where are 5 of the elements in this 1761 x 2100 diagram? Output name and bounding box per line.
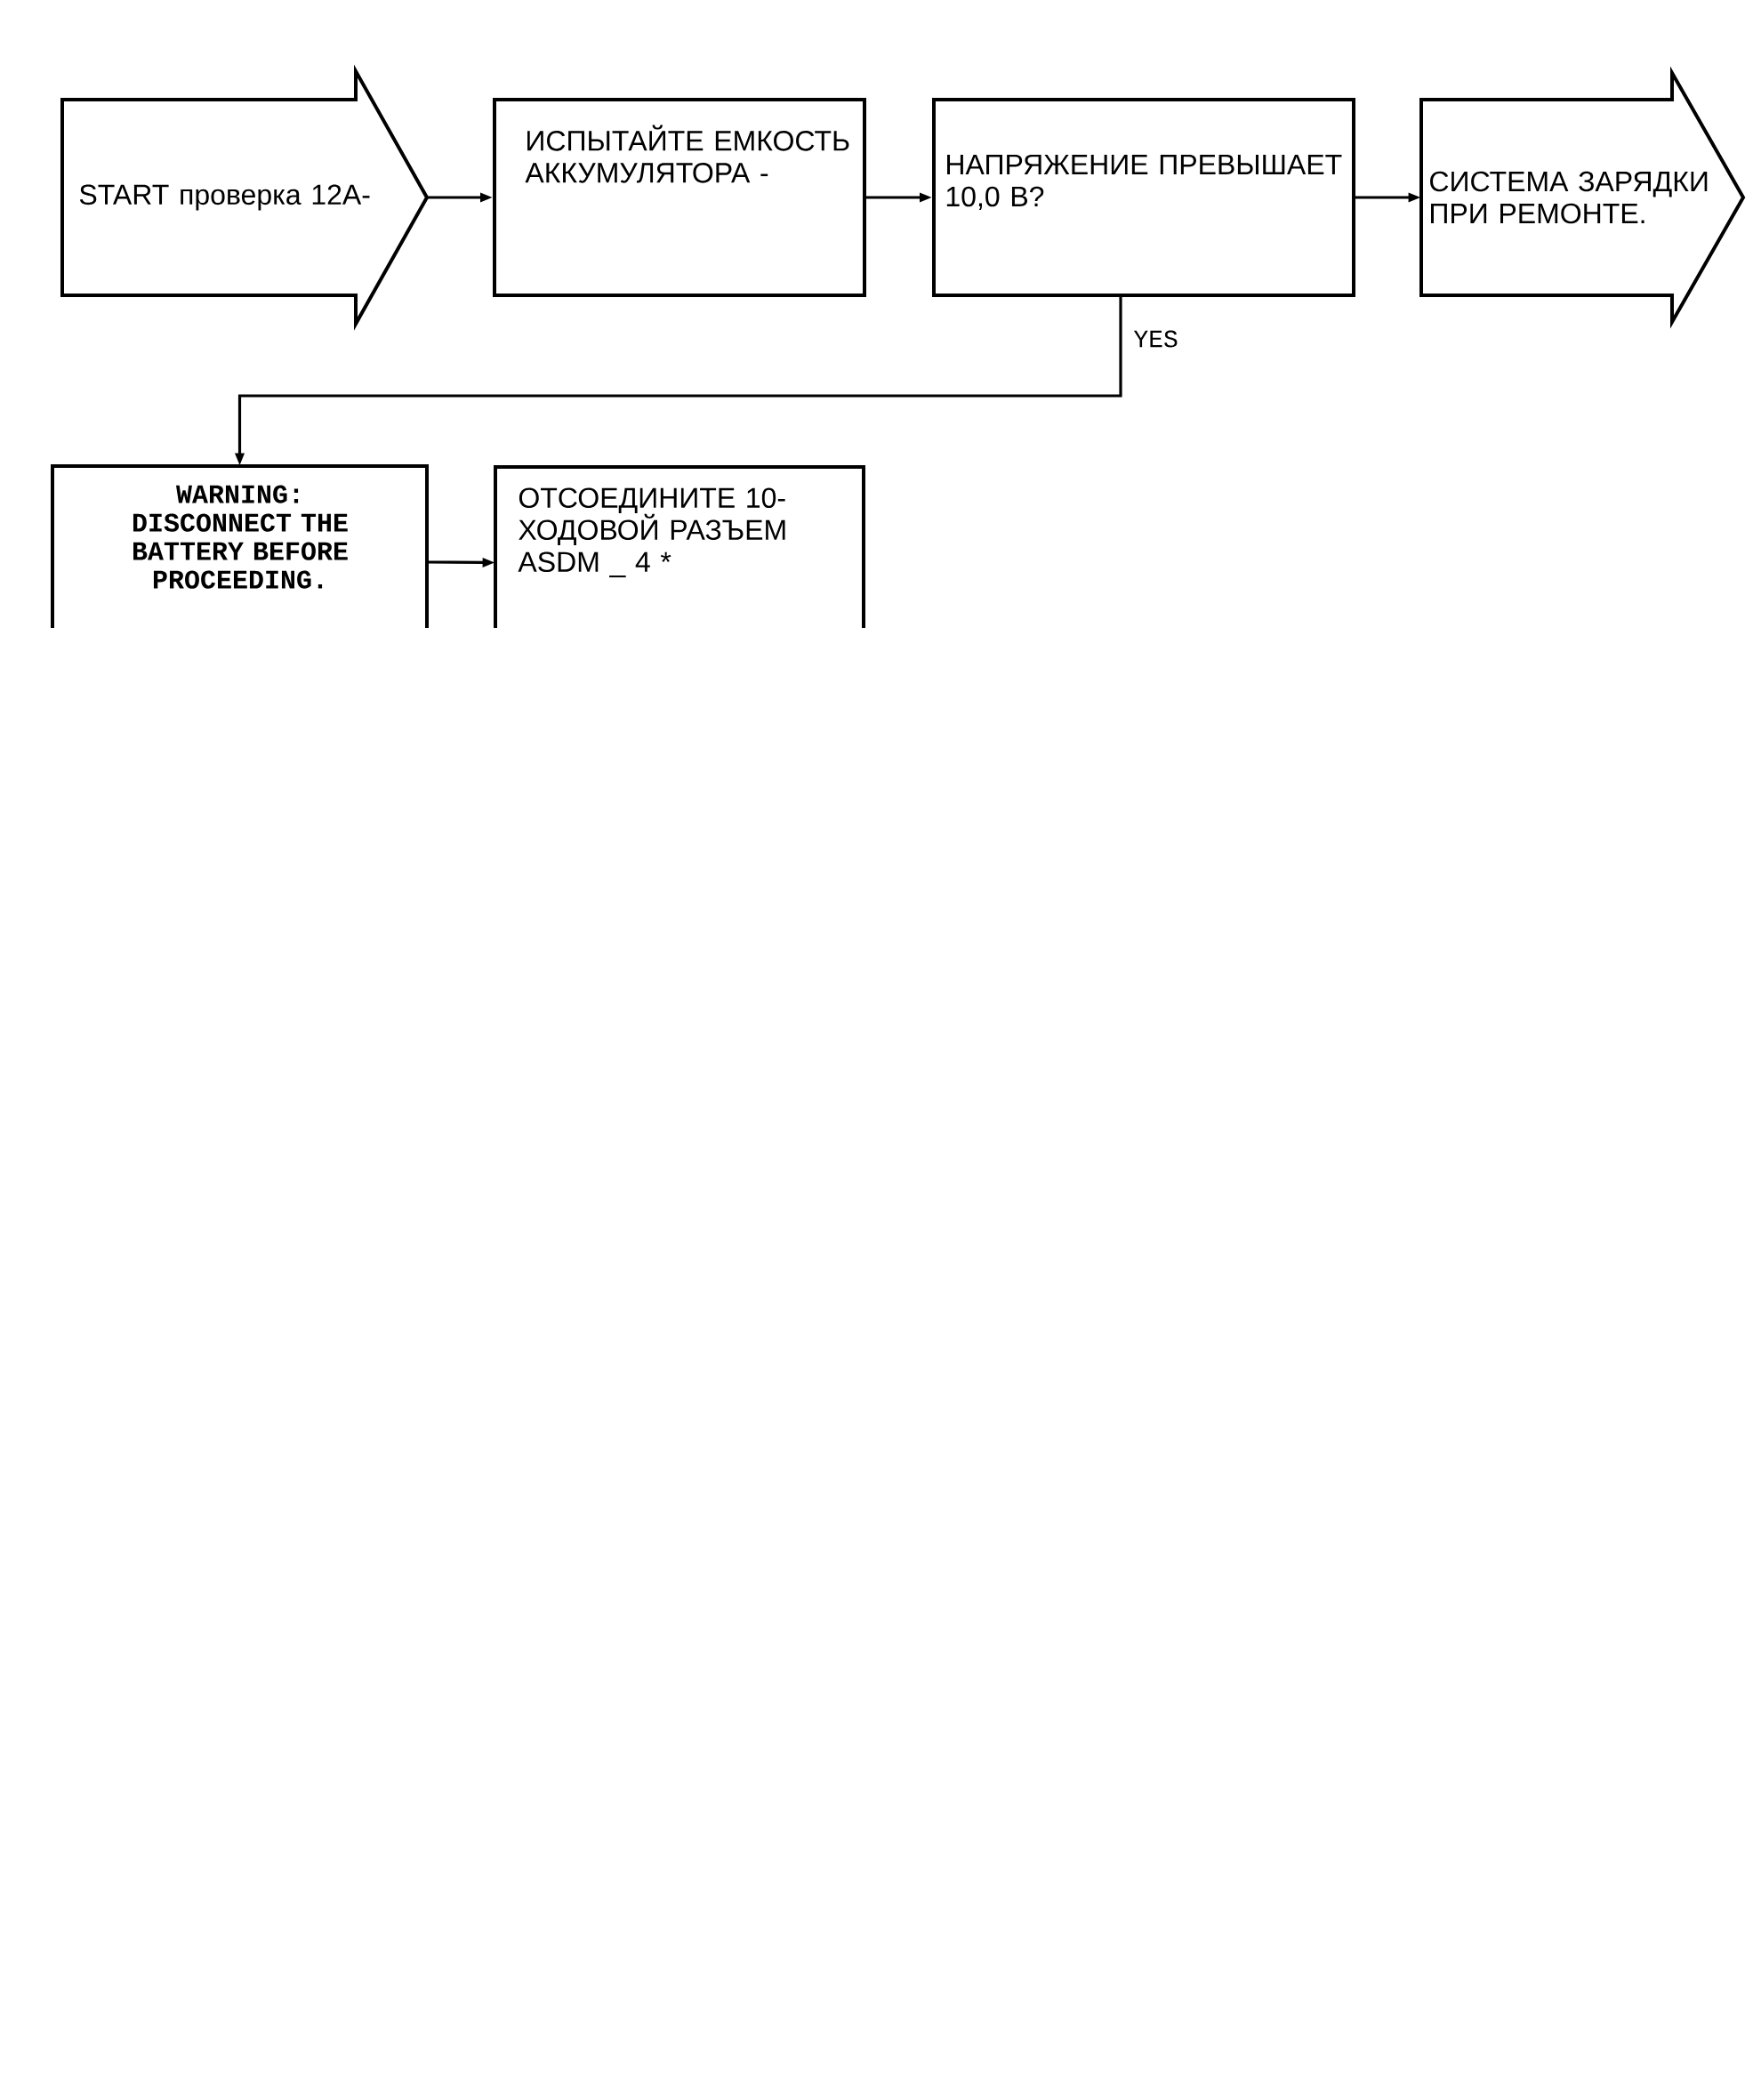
warning-box: WARNING: DISCONNECT THE BATTERY BEFORE PROCEEDING. xyxy=(51,464,429,628)
process-box: ОТСОЕДИНИТЕ 10-ХОДОВОЙ РАЗЪЕМ ASDM _ 4 * xyxy=(494,465,865,628)
process-box: НАПРЯЖЕНИЕ ПРЕВЫШАЕТ 10,0 В? xyxy=(932,98,1355,297)
edge-label: YES xyxy=(1130,326,1182,351)
process-box: ИСПЫТАЙТЕ ЕМКОСТЬ АККУМУЛЯТОРА - xyxy=(493,98,866,297)
